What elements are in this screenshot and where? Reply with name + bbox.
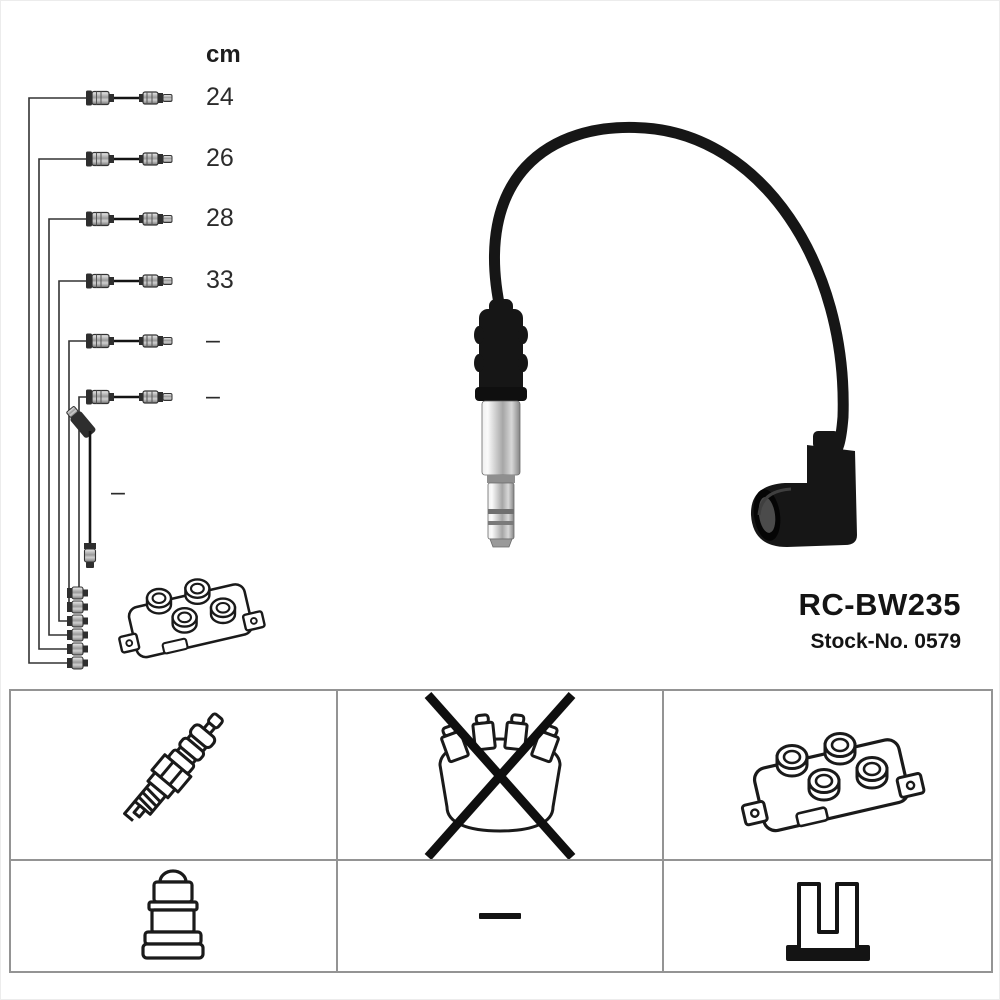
cable-end-icon [66, 628, 89, 642]
plug-connector [474, 299, 528, 548]
lead-line [67, 340, 86, 608]
artwork-layer [28, 89, 857, 670]
cable-end-icon [66, 656, 89, 670]
dash-icon [478, 913, 521, 919]
cable-kit-schematic [28, 89, 266, 670]
grid-cell-spark-plug [11, 691, 338, 861]
cable-end-icon [66, 586, 89, 600]
elbow-coil-boot [750, 431, 857, 547]
grid-cell-mounting-clamp [664, 861, 991, 971]
cable-end-icon [66, 600, 89, 614]
coil-cable-length-label: – [111, 478, 125, 506]
spark-plug-icon [118, 704, 234, 833]
cable-end-icon [66, 614, 89, 628]
cable-wire [489, 121, 849, 466]
cable-length-label: – [206, 326, 220, 354]
cable-length-label: 28 [206, 204, 234, 232]
cable-length-label: 24 [206, 83, 234, 111]
ignition-cable-icon [84, 332, 174, 350]
cross-line [424, 692, 576, 859]
grid-cell-coil-pack [664, 691, 991, 861]
lead-line [38, 158, 86, 650]
ignition-coil-pack-icon [718, 691, 938, 859]
cable-length-label: 33 [206, 266, 234, 294]
cable-length-label: 26 [206, 144, 234, 172]
grid-cell-distributor-cap-crossed [337, 691, 665, 861]
plug-connector-boot-icon [141, 869, 205, 960]
lead-line [28, 97, 86, 664]
ignition-lead-photo [474, 121, 857, 548]
product-code: RC-BW235 [798, 587, 961, 622]
ignition-cable-icon [84, 388, 174, 406]
cable-end-icon [66, 642, 89, 656]
distributor-cap-crossed-out-icon [424, 692, 576, 859]
coil-cable-icon [66, 406, 97, 568]
mounting-clamp-icon [785, 882, 870, 961]
stock-number: Stock-No. 0579 [810, 630, 961, 653]
contents-grid [9, 689, 993, 973]
grid-cell-dash [338, 861, 665, 971]
ignition-coil-pack-icon [113, 579, 266, 663]
ignition-cable-icon [84, 150, 174, 168]
ignition-cable-icon [84, 89, 174, 107]
ignition-cable-icon [84, 272, 174, 290]
grid-cell-plug-connector [11, 861, 338, 971]
lead-line [48, 218, 86, 636]
lead-line [58, 280, 86, 622]
product-info: RC-BW235 Stock-No. 0579 [799, 587, 961, 654]
unit-label: cm [206, 41, 241, 68]
cable-length-label: – [206, 382, 220, 410]
ignition-cable-icon [84, 210, 174, 228]
